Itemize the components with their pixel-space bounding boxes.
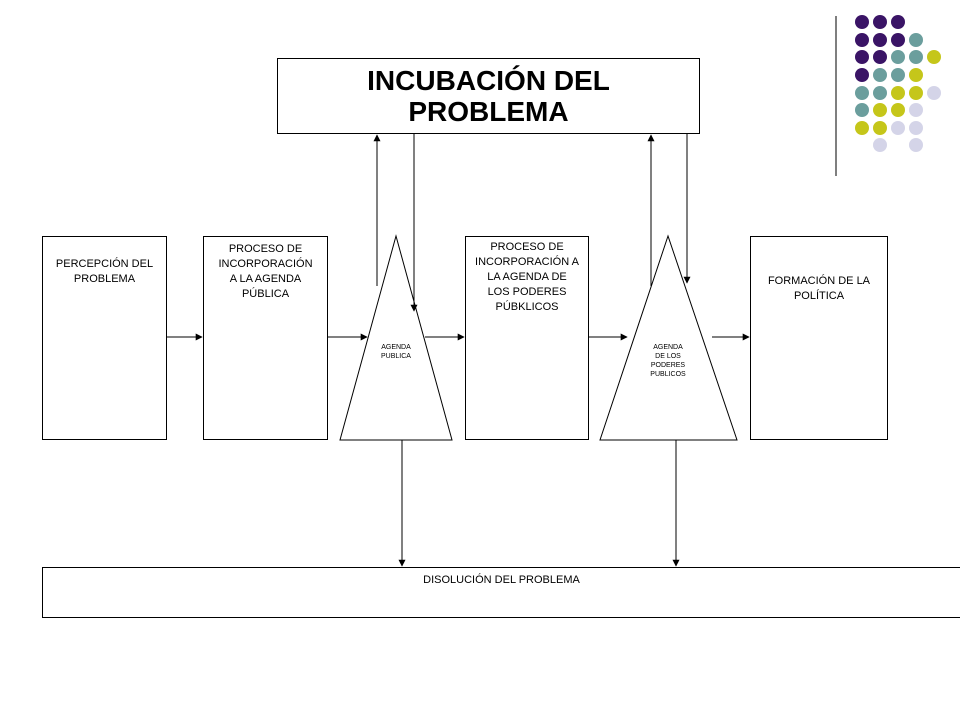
disolucion-box: DISOLUCIÓN DEL PROBLEMA bbox=[42, 567, 960, 618]
deco-dot bbox=[855, 50, 869, 64]
deco-dot bbox=[909, 33, 923, 47]
deco-dot bbox=[873, 50, 887, 64]
deco-dot bbox=[909, 138, 923, 152]
deco-dot bbox=[873, 68, 887, 82]
deco-dot bbox=[891, 15, 905, 29]
percepcion-label: PERCEPCIÓN DEL PROBLEMA bbox=[55, 258, 154, 285]
incubacion-title: INCUBACIÓN DEL PROBLEMA bbox=[367, 65, 610, 127]
deco-dot bbox=[891, 86, 905, 100]
proceso-agenda-poderes-label: PROCESO DE INCORPORACIÓN A LA AGENDA DE … bbox=[475, 241, 579, 313]
agenda-publica-triangle bbox=[339, 234, 453, 441]
deco-dot bbox=[855, 103, 869, 117]
deco-dot bbox=[891, 50, 905, 64]
deco-dot bbox=[891, 103, 905, 117]
deco-dot bbox=[873, 103, 887, 117]
incubacion-box: INCUBACIÓN DEL PROBLEMA bbox=[277, 58, 700, 134]
deco-dot bbox=[855, 15, 869, 29]
deco-dot bbox=[873, 86, 887, 100]
disolucion-label: DISOLUCIÓN DEL PROBLEMA bbox=[423, 574, 580, 586]
percepcion-box: PERCEPCIÓN DEL PROBLEMA bbox=[42, 236, 167, 440]
deco-dot bbox=[855, 86, 869, 100]
deco-dot bbox=[855, 33, 869, 47]
deco-dot bbox=[873, 15, 887, 29]
deco-dot bbox=[873, 33, 887, 47]
formacion-box: FORMACIÓN DE LA POLÍTICA bbox=[750, 236, 888, 440]
deco-dot bbox=[909, 50, 923, 64]
deco-dot bbox=[891, 33, 905, 47]
deco-dot bbox=[909, 86, 923, 100]
agenda-publica-label: AGENDA PUBLICA bbox=[381, 344, 411, 360]
deco-dot bbox=[909, 103, 923, 117]
deco-dot bbox=[873, 121, 887, 135]
deco-dot bbox=[909, 68, 923, 82]
deco-dot bbox=[891, 121, 905, 135]
deco-dot bbox=[927, 50, 941, 64]
deco-dot bbox=[855, 68, 869, 82]
proceso-agenda-publica-box: PROCESO DE INCORPORACIÓN A LA AGENDA PÚB… bbox=[203, 236, 328, 440]
proceso-agenda-poderes-box: PROCESO DE INCORPORACIÓN A LA AGENDA DE … bbox=[465, 236, 589, 440]
deco-dot bbox=[855, 121, 869, 135]
deco-dot bbox=[909, 121, 923, 135]
agenda-poderes-label: AGENDA DE LOS PODERES PUBLICOS bbox=[650, 344, 686, 378]
deco-dot bbox=[927, 86, 941, 100]
formacion-label: FORMACIÓN DE LA POLÍTICA bbox=[767, 275, 871, 302]
deco-dot bbox=[891, 68, 905, 82]
deco-dot bbox=[873, 138, 887, 152]
proceso-agenda-publica-label: PROCESO DE INCORPORACIÓN A LA AGENDA PÚB… bbox=[218, 243, 313, 300]
agenda-poderes-triangle bbox=[599, 234, 738, 441]
